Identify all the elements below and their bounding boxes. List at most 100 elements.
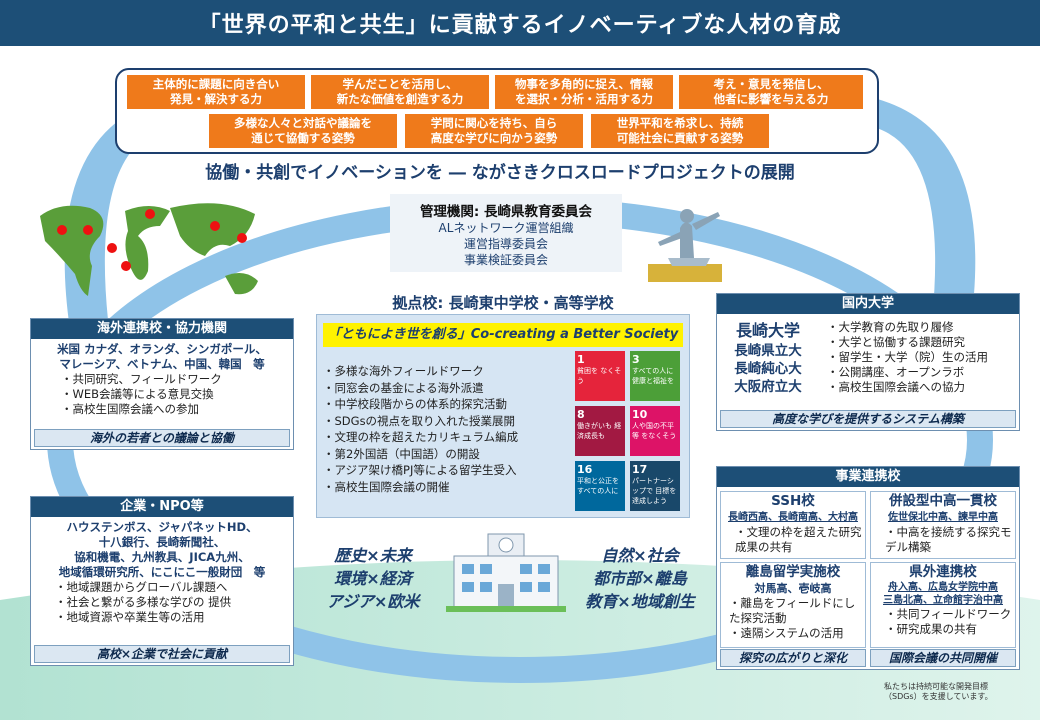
university-item: 大学と協働する課題研究 (827, 335, 1017, 350)
school-building-icon (446, 533, 566, 612)
hub-activity: 多様な海外フィールドワーク (323, 363, 563, 380)
competency-box: 主体的に課題に向き合い 発見・解決する力 学んだことを活用し、 新たな価値を創造… (115, 68, 879, 154)
university-name: 長崎大学 (735, 321, 800, 340)
corporate-footer: 高校×企業で社会に貢献 (34, 645, 290, 663)
hub-school-title: 拠点校: 長崎東中学校・高等学校 (392, 294, 614, 312)
partner-footer-left: 探究の広がりと深化 (720, 649, 866, 667)
ssh-schools: 長崎西高、長崎南高、大村高 (728, 512, 858, 523)
overseas-item: 高校生国際会議への参加 (61, 402, 293, 417)
chuko-cell: 併設型中高一貫校 佐世保北中高、諫早中高 中高を接続する探究モデル構築 (870, 491, 1016, 559)
corporate-panel: 企業・NPO等 ハウステンボス、ジャパネットHD、 十八銀行、長崎新聞社、 協和… (30, 496, 294, 666)
partner-schools-panel: 事業連携校 SSH校 長崎西高、長崎南高、大村高 文理の枠を超えた研究成果の共有… (716, 466, 1020, 670)
sdg-goal-number: 17 (632, 463, 648, 476)
skill-6: 学問に関心を持ち、自ら 高度な学びに向かう姿勢 (405, 114, 583, 148)
overseas-header: 海外連携校・協力機関 (31, 319, 293, 339)
overseas-footer: 海外の若者との議論と協働 (34, 429, 290, 447)
overseas-countries: 米国 カナダ、オランダ、シンガポール、 (57, 342, 267, 356)
keyword: 環境×経済 (334, 569, 412, 588)
hub-activity: 高校生国際会議の開催 (323, 479, 563, 496)
kengai-list: 共同フィールドワーク 研究成果の共有 (885, 607, 1015, 637)
hub-activity: SDGsの視点を取り入れた授業展開 (323, 413, 563, 430)
peace-statue-icon (648, 209, 722, 282)
sdg-goal-number: 8 (577, 408, 585, 421)
ssh-list: 文理の枠を超えた研究成果の共有 (735, 525, 865, 555)
sdg-goal-label: 人や国の不平等 をなくそう (632, 422, 677, 440)
corporate-names: 十八銀行、長崎新聞社、 (98, 535, 226, 549)
kengai-title: 県外連携校 (909, 564, 977, 580)
ritou-cell: 離島留学実施校 対馬高、壱岐高 離島をフィールドにした探究活動 遠隔システムの活… (720, 562, 866, 648)
university-name: 長崎純心大 (734, 361, 802, 377)
university-item: 高校生国際会議への協力 (827, 380, 1017, 395)
sdg-goal-label: すべての人に 健康と福祉を (632, 367, 674, 385)
partner-footer-right: 国際会議の共同開催 (870, 649, 1016, 667)
page-title: 「世界の平和と共生」に貢献するイノベーティブな人材の育成 (0, 0, 1040, 46)
skill-4: 考え・意見を発信し、 他者に影響を与える力 (679, 75, 863, 109)
university-panel: 国内大学 長崎大学 長崎県立大 長崎純心大 大阪府立大 大学教育の先取り履修 大… (716, 293, 1020, 431)
ritou-title: 離島留学実施校 (745, 564, 841, 580)
sdg-goal-number: 16 (577, 463, 593, 476)
partner-header: 事業連携校 (717, 467, 1019, 487)
keyword: 歴史×未来 (334, 546, 412, 565)
sdgs-note: 私たちは持続可能な開発目標 （SDGs）を支援しています。 (884, 682, 1024, 702)
ritou-item: 離島をフィールドにした探究活動 (729, 596, 865, 626)
corporate-names: 協和機電、九州教具、JICA九州、 (74, 550, 250, 564)
project-subtitle: 協働・共創でイノベーションを ― ながさきクロスロードプロジェクトの展開 (205, 163, 795, 183)
skill-2: 学んだことを活用し、 新たな価値を創造する力 (311, 75, 489, 109)
university-footer: 高度な学びを提供するシステム構築 (720, 410, 1016, 428)
kengai-item: 研究成果の共有 (885, 622, 1015, 637)
hub-activity: 同窓会の基金による海外派遣 (323, 380, 563, 397)
university-header: 国内大学 (717, 294, 1019, 314)
overseas-item: WEB会議等による意見交換 (61, 387, 293, 402)
hub-activity: アジア架け橋PJ等による留学生受入 (323, 462, 563, 479)
management-box: 管理機関: 長崎県教育委員会 ALネットワーク運営組織 運営指導委員会 事業検証… (390, 194, 622, 272)
skill-7: 世界平和を希求し、持続 可能社会に貢献する姿勢 (591, 114, 769, 148)
management-item: 運営指導委員会 (463, 237, 548, 251)
hub-activity: 中学校段階からの体系的探究活動 (323, 396, 563, 413)
hub-activity-list: 多様な海外フィールドワーク 同窓会の基金による海外派遣 中学校段階からの体系的探… (323, 363, 563, 495)
sdg-goal-label: 平和と公正を すべての人に (577, 477, 619, 495)
ssh-item: 文理の枠を超えた研究成果の共有 (735, 525, 865, 555)
sdg-goal-label: 貧困を なくそう (577, 367, 622, 385)
management-item: ALネットワーク運営組織 (438, 221, 574, 235)
chuko-item: 中高を接続する探究モデル構築 (885, 525, 1015, 555)
ritou-item: 遠隔システムの活用 (729, 626, 865, 641)
keyword: 自然×社会 (601, 546, 679, 565)
hub-activity: 文理の枠を超えたカリキュラム編成 (323, 429, 563, 446)
skill-1: 主体的に課題に向き合い 発見・解決する力 (127, 75, 305, 109)
ritou-schools: 対馬高、壱岐高 (754, 582, 832, 595)
corporate-names: ハウステンボス、ジャパネットHD、 (66, 520, 258, 534)
sdgs-note-line: 私たちは持続可能な開発目標 (884, 682, 988, 691)
management-title: 管理機関: 長崎県教育委員会 (419, 204, 593, 220)
keyword: 都市部×離島 (593, 569, 687, 588)
skill-5: 多様な人々と対話や議論を 通じて協働する姿勢 (209, 114, 397, 148)
corporate-item: 地域課題からグローバル課題へ (55, 580, 293, 595)
university-name: 長崎県立大 (734, 343, 802, 359)
chuko-list: 中高を接続する探究モデル構築 (885, 525, 1015, 555)
sdgs-note-line: （SDGs）を支援しています。 (884, 692, 993, 701)
chuko-schools: 佐世保北中高、諫早中高 (888, 512, 998, 523)
university-list: 大学教育の先取り履修 大学と協働する課題研究 留学生・大学（院）生の活用 公開講… (827, 320, 1017, 395)
overseas-partners-panel: 海外連携校・協力機関 米国 カナダ、オランダ、シンガポール、 マレーシア、ベトナ… (30, 318, 294, 450)
university-item: 公開講座、オープンラボ (827, 365, 1017, 380)
world-map-icon (40, 203, 258, 296)
ssh-cell: SSH校 長崎西高、長崎南高、大村高 文理の枠を超えた研究成果の共有 (720, 491, 866, 559)
kengai-cell: 県外連携校 舟入高、広島女学院中高 三島北高、立命館宇治中高 共同フィールドワー… (870, 562, 1016, 648)
kengai-schools: 舟入高、広島女学院中高 (888, 582, 998, 593)
university-names: 長崎大学 長崎県立大 長崎純心大 大阪府立大 (725, 320, 811, 396)
corporate-names: 地域循環研究所、にこにこ一般財団 等 (58, 565, 266, 579)
sdg-goal-number: 10 (632, 408, 648, 421)
sdg-goal-label: パートナーシップで 目標を達成しよう (632, 477, 677, 505)
university-item: 大学教育の先取り履修 (827, 320, 1017, 335)
overseas-item: 共同研究、フィールドワーク (61, 372, 293, 387)
keyword: 教育×地域創生 (585, 592, 695, 611)
keywords-left: 歴史×未来 環境×経済 アジア×欧米 (318, 544, 428, 613)
corporate-item: 社会と繋がる多様な学びの 提供 (55, 595, 293, 610)
overseas-countries: マレーシア、ベトナム、中国、韓国 等 (59, 357, 265, 371)
corporate-list: 地域課題からグローバル課題へ 社会と繋がる多様な学びの 提供 地域資源や卒業生等… (55, 580, 293, 625)
